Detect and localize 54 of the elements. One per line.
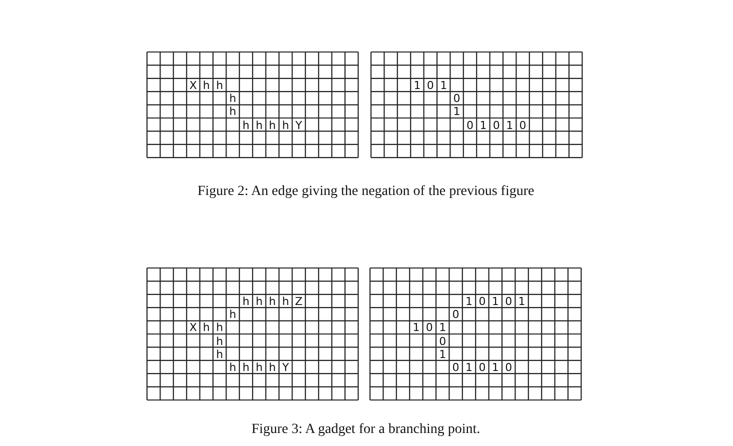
grid-symbol: h [254,362,264,373]
grid-symbol: 0 [518,120,528,130]
grid-symbol: h [215,348,224,360]
grid-symbol: Y [281,362,290,373]
grid-symbol: 0 [424,322,434,334]
grid-symbol: X [188,80,198,91]
grid-symbol: 1 [464,296,474,307]
grid-symbol: h [281,120,290,130]
figure-caption: Figure 2: An edge giving the negation of the previous figure [198,184,534,200]
grid-symbol: h [268,120,277,130]
grid-symbol: 1 [438,348,448,360]
grid-symbol: 1 [439,80,448,91]
grid-symbol: 0 [478,362,487,373]
grid-symbol: 1 [490,296,500,307]
grid-symbol: h [254,296,264,307]
grid-symbol: h [228,106,238,118]
grid-symbol: Z [294,296,304,307]
grid-symbol: 0 [504,296,514,307]
grid-symbol: 1 [438,322,448,334]
grid-symbol: 0 [451,362,460,373]
grid-symbol: 0 [452,93,462,104]
grid-symbol: 0 [504,362,514,373]
grid-symbol: 0 [451,309,460,320]
grid-symbol: 0 [492,120,501,130]
grid-symbol: h [215,322,224,334]
grid-symbol: 1 [452,106,462,118]
grid-symbol: 0 [426,80,435,91]
grid-symbol: h [215,336,224,346]
grid-symbol: 1 [505,120,514,130]
grid-symbol: h [281,296,290,307]
grid-symbol: h [242,120,250,130]
grid-symbol: 0 [438,336,448,346]
grid-symbol: h [254,120,264,130]
grid-symbol: h [268,362,277,373]
grid-symbol: 1 [517,296,526,307]
grid-symbol: 1 [464,362,474,373]
grid-symbol: h [242,362,250,373]
grid-symbol: 1 [478,120,488,130]
grid-symbol: 0 [478,296,487,307]
grid-symbol: 1 [412,322,421,334]
grid-symbol: Y [294,120,304,130]
grid-symbol: 1 [490,362,500,373]
grid-symbol: 0 [466,120,474,130]
grid-symbol: h [268,296,277,307]
grid-symbol: h [242,296,250,307]
grid-symbol: X [188,322,198,334]
figure-caption: Figure 3: A gadget for a branching point. [252,422,480,438]
grid-symbol: h [215,80,224,91]
grid-symbol: 1 [412,80,422,91]
grid-symbol: h [228,93,238,104]
grid-symbol: h [202,80,211,91]
grid-symbol: h [202,322,211,334]
grid-symbol: h [228,309,238,320]
grid-symbol: h [228,362,238,373]
